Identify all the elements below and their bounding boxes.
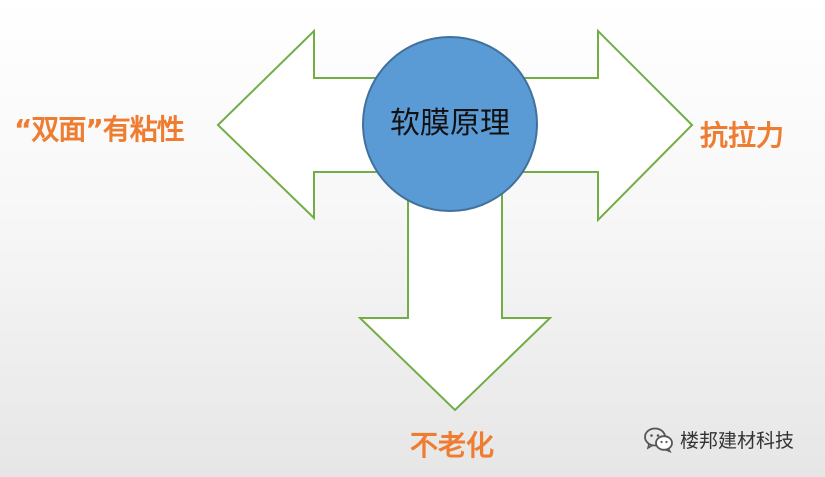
bottom-arrow	[357, 184, 553, 412]
right-label: 抗拉力	[700, 119, 785, 152]
bottom-label: 不老化	[410, 429, 495, 462]
left-label: “双面”有粘性	[14, 113, 185, 146]
watermark: 楼邦建材科技	[644, 426, 794, 453]
watermark-text: 楼邦建材科技	[680, 430, 795, 452]
center-circle	[362, 36, 538, 212]
center-label: 软膜原理	[390, 106, 510, 141]
wechat-icon	[644, 427, 673, 453]
